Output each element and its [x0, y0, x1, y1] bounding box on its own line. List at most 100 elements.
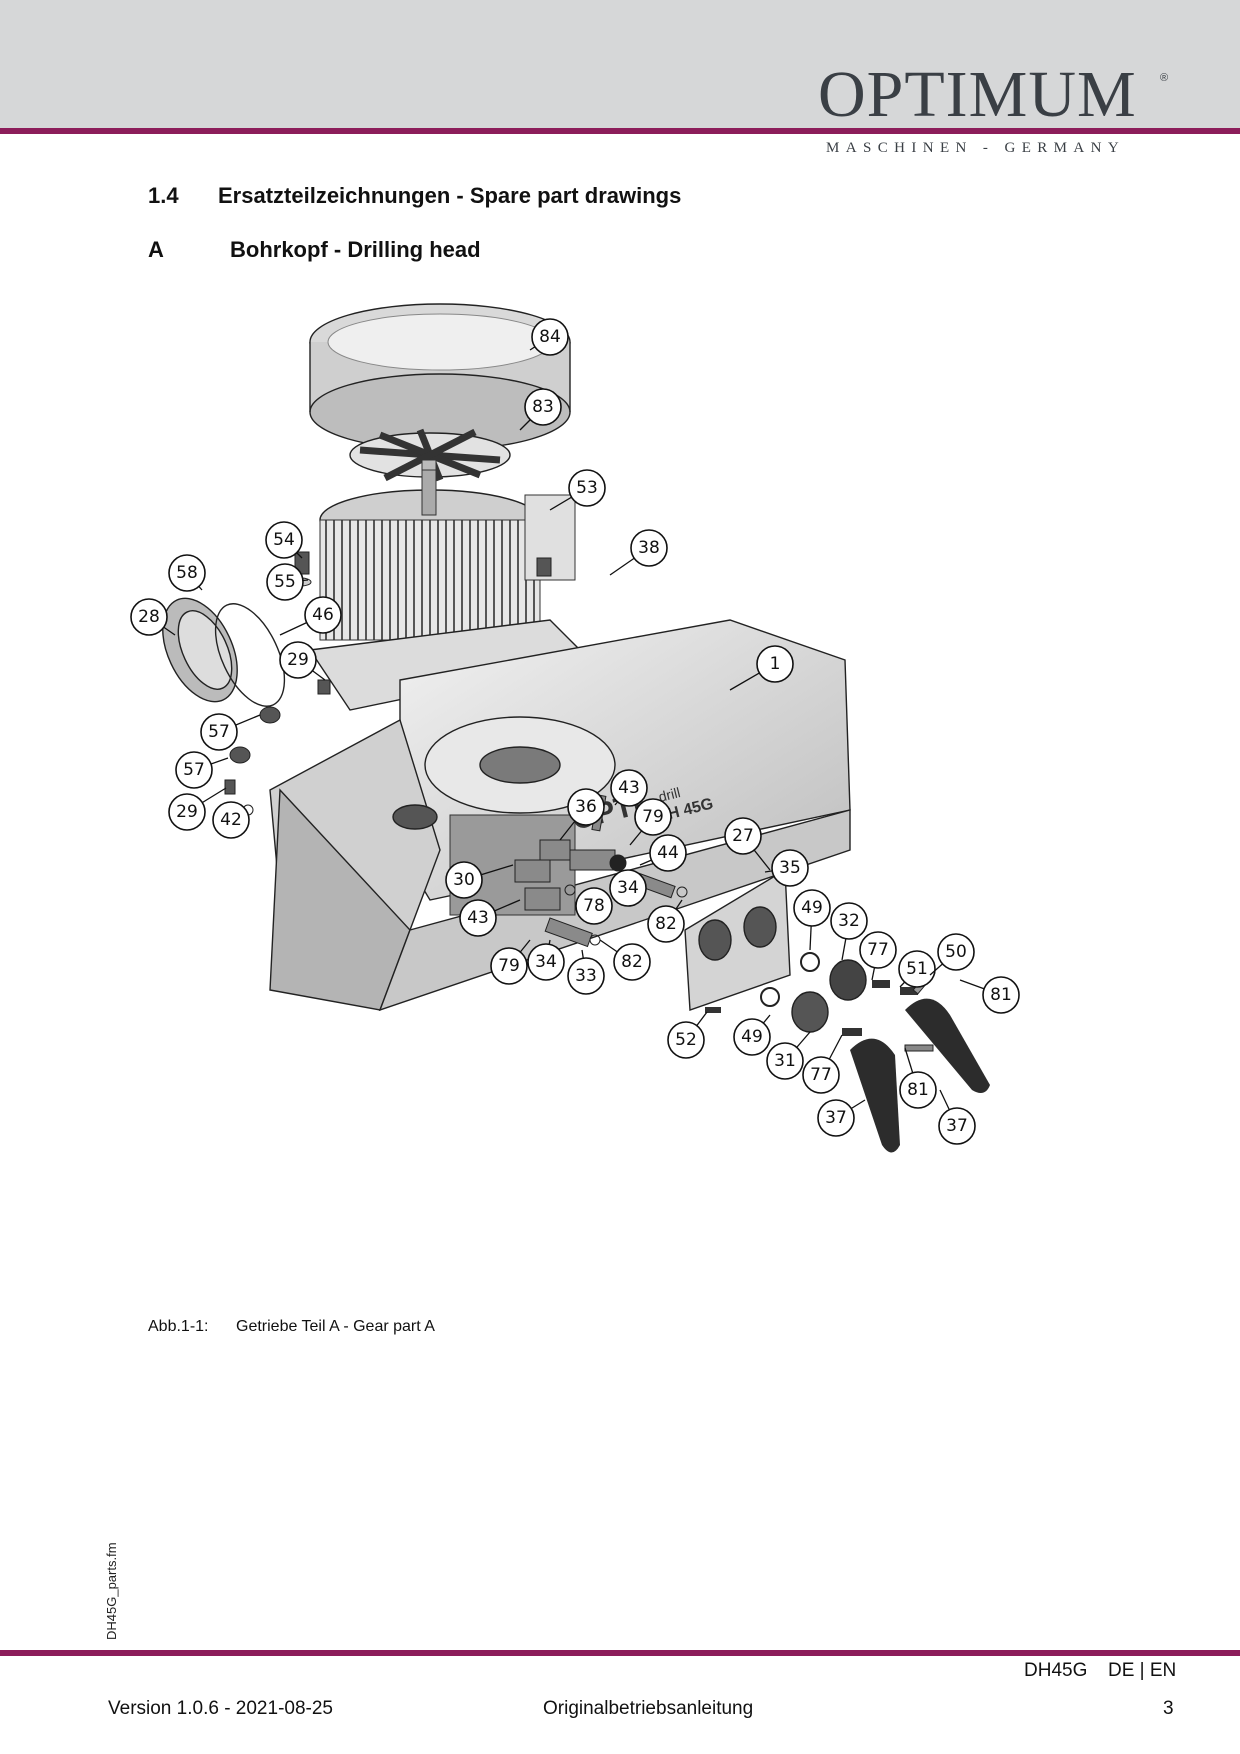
- subsection-title: Bohrkopf - Drilling head: [230, 237, 481, 262]
- callout-number: 52: [675, 1030, 697, 1050]
- callout-number: 35: [779, 858, 801, 878]
- callout-bubble: 84: [531, 318, 569, 356]
- callout-bubble: 82: [613, 943, 651, 981]
- callout-circle: [175, 751, 213, 789]
- callout-bubble: 32: [830, 902, 868, 940]
- callout-number: 29: [176, 802, 198, 822]
- callout-bubble: 49: [733, 1018, 771, 1056]
- callout-circle: [575, 887, 613, 925]
- subsection-letter: A: [148, 237, 164, 262]
- callout-circle: [527, 943, 565, 981]
- callout-circle: [613, 943, 651, 981]
- callout-number: 53: [576, 478, 598, 498]
- housing-brand-small-label: drill: [657, 784, 682, 805]
- callout-number: 58: [176, 563, 198, 583]
- registered-mark: ®: [1160, 72, 1169, 84]
- callout-bubble: 33: [567, 957, 605, 995]
- callout-number: 43: [618, 778, 640, 798]
- callout-bubble: 81: [899, 1071, 937, 1109]
- callout-bubble: 81: [982, 976, 1020, 1014]
- callout-number: 1: [770, 654, 781, 674]
- callout-circle: [212, 801, 250, 839]
- callout-circle: [200, 713, 238, 751]
- callout-bubble: 55: [266, 563, 304, 601]
- callout-number: 36: [575, 797, 597, 817]
- callout-number: 81: [990, 985, 1012, 1005]
- page-number: 3: [1163, 1698, 1174, 1719]
- callout-number: 57: [208, 722, 230, 742]
- callout-number: 37: [946, 1116, 968, 1136]
- callout-circle: [724, 817, 762, 855]
- callout-bubble: 79: [634, 798, 672, 836]
- front-plate-part: [684, 868, 791, 1011]
- callout-bubble: 49: [793, 889, 831, 927]
- callout-circle: [168, 554, 206, 592]
- callout-number: 57: [183, 760, 205, 780]
- callout-number: 32: [838, 911, 860, 931]
- callout-bubble: 53: [568, 469, 606, 507]
- callout-bubble: 57: [200, 713, 238, 751]
- callout-number: 50: [945, 942, 967, 962]
- brand-logo: OPTIMUM: [818, 58, 1137, 131]
- callout-number: 29: [287, 650, 309, 670]
- callout-bubble: 54: [265, 521, 303, 559]
- callout-bubble: 34: [609, 869, 647, 907]
- callout-bubble: 78: [575, 887, 613, 925]
- callout-number: 34: [617, 878, 639, 898]
- callout-bubble: 57: [175, 751, 213, 789]
- callout-circle: [937, 933, 975, 971]
- callout-circle: [802, 1056, 840, 1094]
- callout-circle: [859, 931, 897, 969]
- handles-part: [705, 952, 990, 1153]
- callout-number: 84: [539, 327, 561, 347]
- callout-number: 42: [220, 810, 242, 830]
- callout-number: 82: [621, 952, 643, 972]
- callout-circle: [266, 563, 304, 601]
- callout-bubble: 35: [771, 849, 809, 887]
- footer-model: DH45G: [1024, 1660, 1088, 1681]
- callout-circle: [304, 596, 342, 634]
- callout-circle: [445, 861, 483, 899]
- callout-number: 43: [467, 908, 489, 928]
- callout-bubble: 29: [168, 793, 206, 831]
- callout-circle: [793, 889, 831, 927]
- callout-circle: [265, 521, 303, 559]
- callout-number: 51: [906, 959, 928, 979]
- callout-number: 34: [535, 952, 557, 972]
- callout-number: 49: [801, 898, 823, 918]
- callout-bubble: 52: [667, 1021, 705, 1059]
- callout-circle: [898, 950, 936, 988]
- callout-bubble: 28: [130, 598, 168, 636]
- callout-bubble: 82: [647, 905, 685, 943]
- figure-caption-text: Getriebe Teil A - Gear part A: [236, 1318, 435, 1335]
- callout-bubble: 43: [459, 899, 497, 937]
- callout-bubble: 51: [898, 950, 936, 988]
- callout-circle: [609, 869, 647, 907]
- callout-bubble: 1: [756, 645, 794, 683]
- callout-number: 77: [810, 1065, 832, 1085]
- callout-circle: [610, 769, 648, 807]
- callout-number: 79: [498, 956, 520, 976]
- callout-number: 30: [453, 870, 475, 890]
- callout-number: 81: [907, 1080, 929, 1100]
- callout-circle: [567, 957, 605, 995]
- callout-bubble: 43: [610, 769, 648, 807]
- callout-bubble: 31: [766, 1042, 804, 1080]
- callout-bubble: 42: [212, 801, 250, 839]
- header-band: [0, 0, 1240, 130]
- side-cover-part: [162, 597, 286, 707]
- callout-circle: [279, 641, 317, 679]
- callout-circle: [733, 1018, 771, 1056]
- callout-circle: [168, 793, 206, 831]
- callout-number: 31: [774, 1051, 796, 1071]
- callout-bubble: 38: [630, 529, 668, 567]
- callout-number: 54: [273, 530, 295, 550]
- callout-circle: [667, 1021, 705, 1059]
- callout-circle: [756, 645, 794, 683]
- callout-circle: [531, 318, 569, 356]
- callout-circle: [766, 1042, 804, 1080]
- callout-bubble: 36: [567, 788, 605, 826]
- callout-bubble: 37: [938, 1107, 976, 1145]
- callout-circle: [524, 388, 562, 426]
- footer-document-title: Originalbetriebsanleitung: [543, 1698, 754, 1719]
